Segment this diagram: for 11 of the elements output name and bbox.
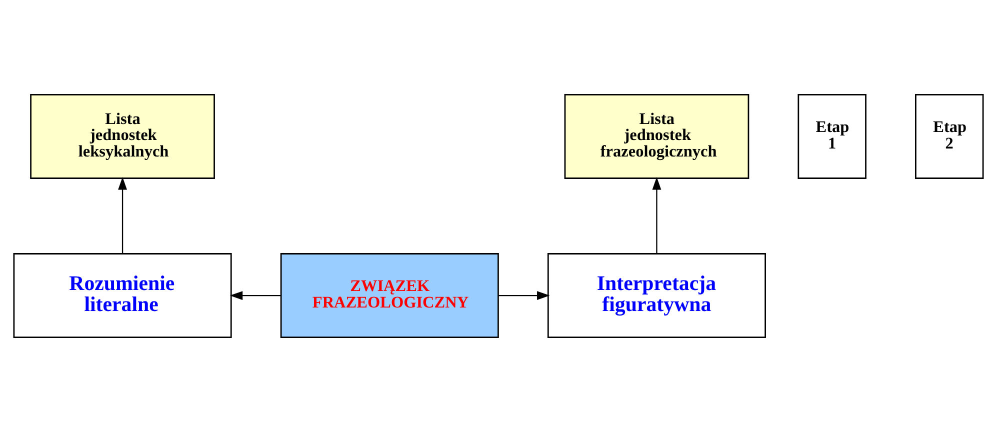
node-box: Interpretacja figuratywna <box>547 253 766 338</box>
node-box: Lista jednostek frazeologicznych <box>564 94 750 179</box>
node-box: Etap 2 <box>915 94 984 179</box>
node-box: ZWIĄZEK FRAZEOLOGICZNY <box>280 253 499 338</box>
arrow <box>498 291 550 300</box>
node-box: Lista jednostek leksykalnych <box>30 94 215 179</box>
node-box: Etap 1 <box>798 94 866 179</box>
arrow <box>230 291 281 300</box>
arrow <box>652 176 662 254</box>
node-box: Rozumienie literalne <box>13 253 232 338</box>
arrow <box>118 176 127 254</box>
